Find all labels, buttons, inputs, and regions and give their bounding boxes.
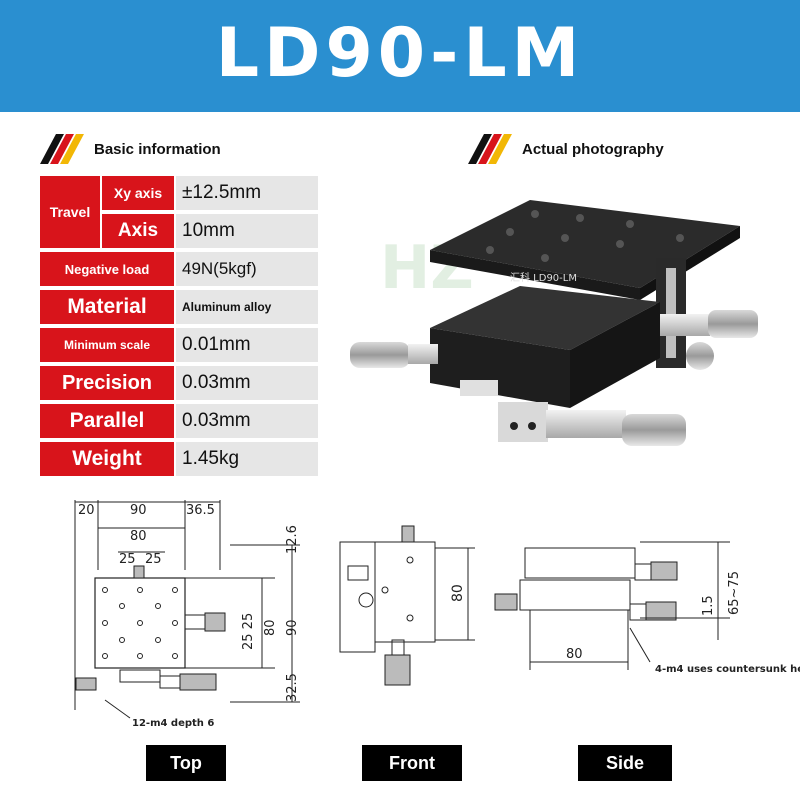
dim-top-25a: 25 xyxy=(119,552,136,567)
note-side: 4-m4 uses countersunk head xyxy=(655,664,800,675)
dim-top-90: 90 xyxy=(130,503,147,518)
product-model-title: LD90-LM xyxy=(215,14,585,93)
dim-top-12-6: 12.6 xyxy=(285,525,300,554)
spec-value-xy-axis: ±12.5mm xyxy=(176,176,318,210)
dim-side-80: 80 xyxy=(566,647,583,662)
micrometer-left xyxy=(350,342,438,368)
section-title-photo: Actual photography xyxy=(522,140,664,158)
dim-top-80v: 80 xyxy=(263,619,278,636)
header-banner: LD90-LM xyxy=(0,0,800,112)
spec-label-parallel: Parallel xyxy=(40,404,174,438)
stage-label: 汇科 LD90-LM xyxy=(510,271,577,284)
technical-drawings: 20 90 36.5 80 25 25 12.6 25 25 80 90 32.… xyxy=(74,500,800,729)
spec-label-scale: Minimum scale xyxy=(40,328,174,362)
spec-label-precision: Precision xyxy=(40,366,174,400)
spec-value-material: Aluminum alloy xyxy=(176,290,318,324)
view-label-front: Front xyxy=(362,745,462,781)
stripes-icon xyxy=(468,134,514,164)
basic-information-heading: Basic information xyxy=(40,132,221,166)
view-label-top: Top xyxy=(146,745,226,781)
spec-value-axis: 10mm xyxy=(176,214,318,248)
dim-top-20: 20 xyxy=(78,503,95,518)
micrometer-front xyxy=(498,402,686,446)
micrometer-right xyxy=(660,310,758,338)
spec-label-material: Material xyxy=(40,290,174,324)
stage-top-plate xyxy=(430,200,740,300)
view-label-side: Side xyxy=(578,745,672,781)
stripes-icon xyxy=(40,134,86,164)
spec-value-scale: 0.01mm xyxy=(176,328,318,362)
drawing-top-view xyxy=(74,500,300,719)
spec-value-weight: 1.45kg xyxy=(176,442,318,476)
dim-top-90v: 90 xyxy=(285,619,300,636)
fine-knob xyxy=(686,342,714,370)
drawing-front-view xyxy=(339,525,475,686)
dim-top-25b: 25 xyxy=(145,552,162,567)
dim-front-80: 80 xyxy=(450,584,466,602)
spec-label-xy-axis: Xy axis xyxy=(102,176,174,210)
dim-top-36-5: 36.5 xyxy=(186,503,215,518)
dim-side-65-75: 65~75 xyxy=(727,571,742,615)
spec-label-weight: Weight xyxy=(40,442,174,476)
dim-top-32-5: 32.5 xyxy=(285,673,300,702)
section-title-basic: Basic information xyxy=(94,140,221,158)
spec-value-parallel: 0.03mm xyxy=(176,404,318,438)
spec-label-travel: Travel xyxy=(40,176,100,248)
product-photo: HZ 汇科 LD90-LM xyxy=(350,200,758,446)
note-top: 12-m4 depth 6 xyxy=(132,718,214,729)
spec-value-load: 49N(5kgf) xyxy=(176,252,318,286)
actual-photography-heading: Actual photography xyxy=(468,132,664,166)
spec-label-axis: Axis xyxy=(102,214,174,248)
spec-value-precision: 0.03mm xyxy=(176,366,318,400)
dim-side-1-5: 1.5 xyxy=(701,595,716,616)
dim-top-25-25: 25 25 xyxy=(241,613,256,650)
dim-top-80: 80 xyxy=(130,529,147,544)
drawing-side-view xyxy=(494,541,730,670)
spec-label-load: Negative load xyxy=(40,252,174,286)
